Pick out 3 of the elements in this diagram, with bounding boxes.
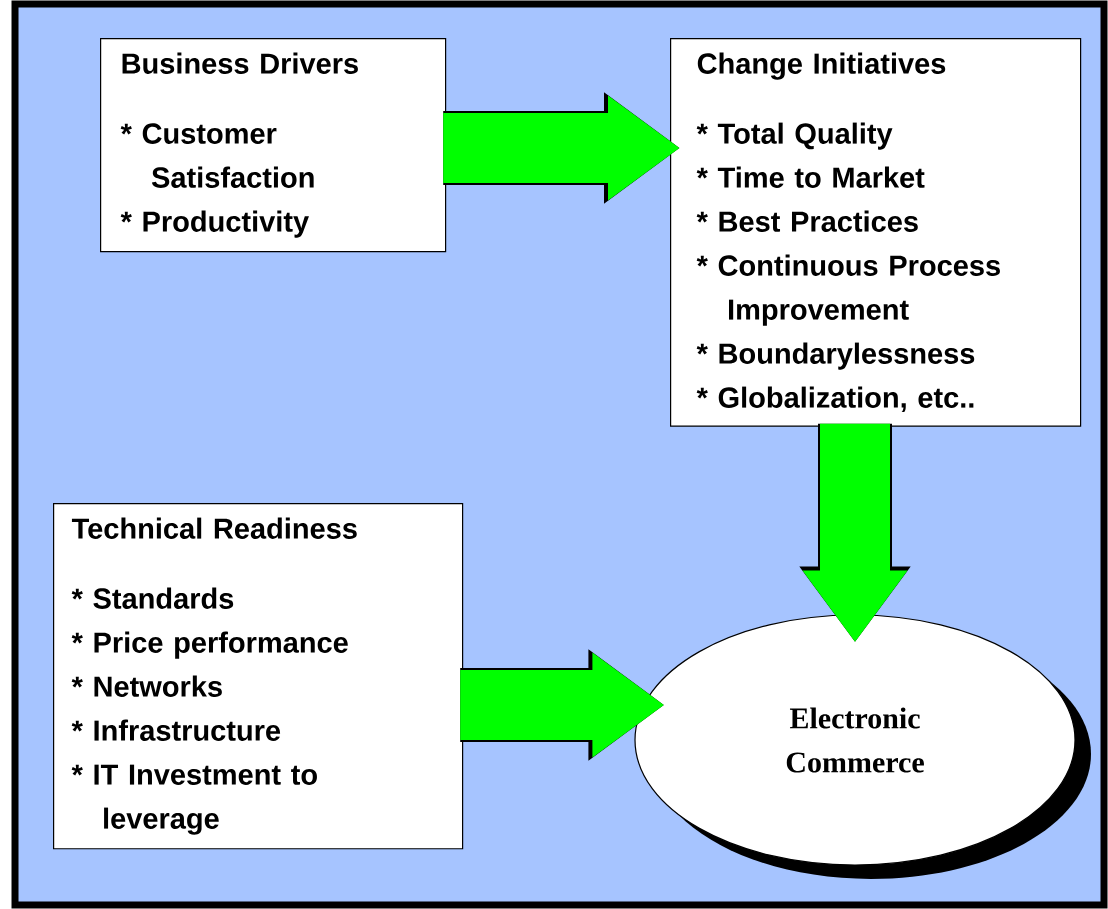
text-box: Business Drivers * Customer Satisfaction * Productivity — [100, 38, 447, 253]
text-box: Technical Readiness * Standards * Price performance * Networks * Infrastructure * IT Investment to leverage — [53, 503, 464, 850]
text-box: Change Initiatives * Total Quality * Time to Market * Best Practices * Continuous Process Improvement * Boundarylessness * Globalization, etc.. — [670, 38, 1082, 427]
